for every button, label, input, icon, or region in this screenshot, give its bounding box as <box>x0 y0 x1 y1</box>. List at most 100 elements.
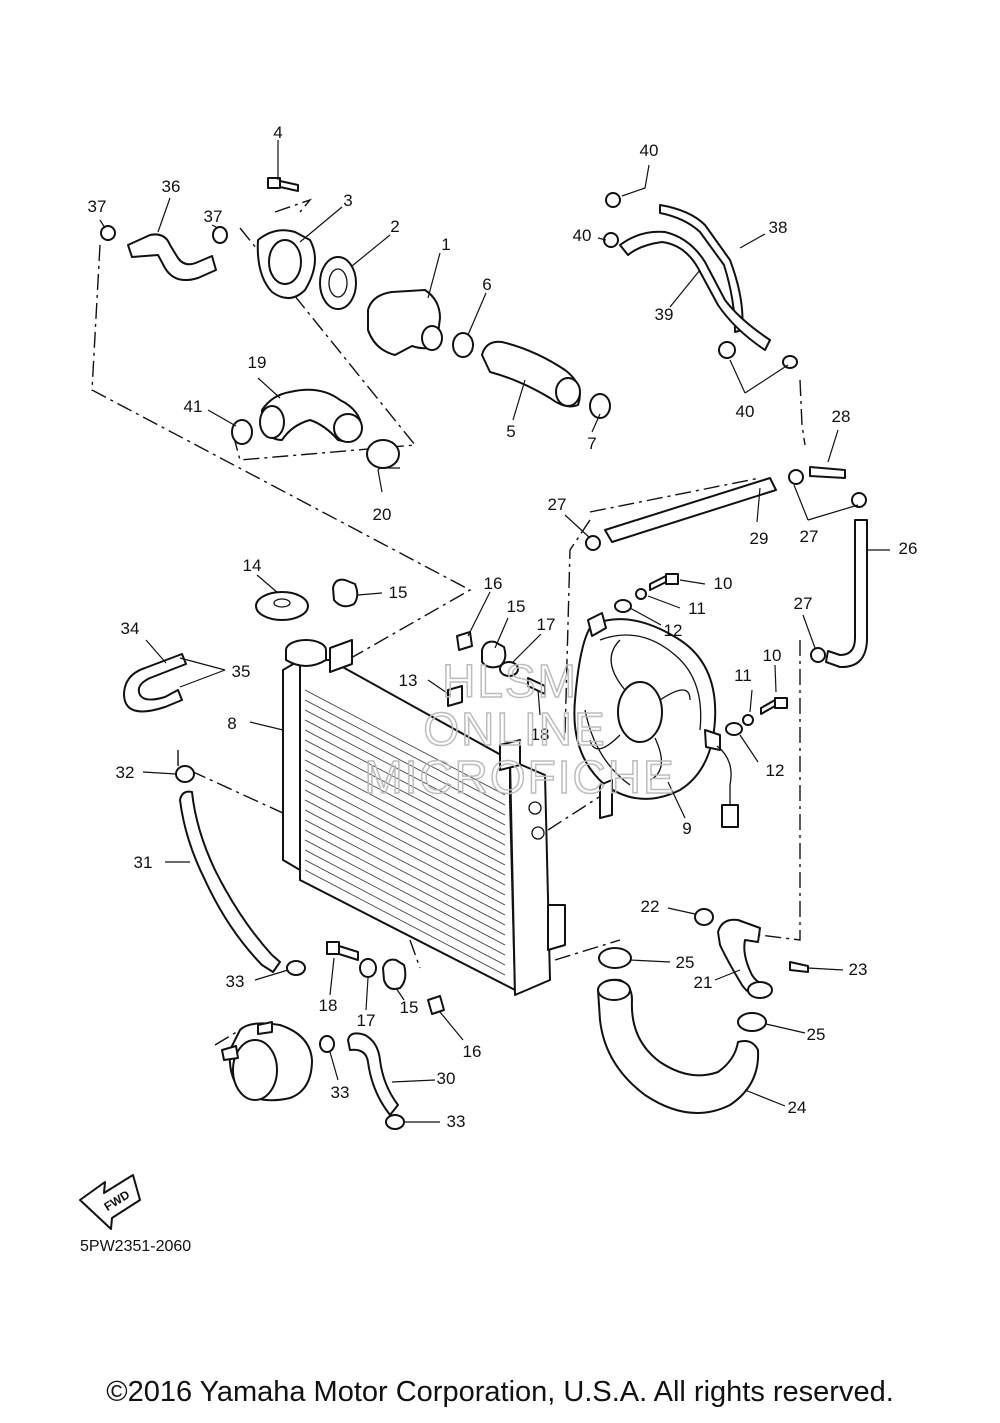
bolt-10-right <box>760 697 788 715</box>
callout-16-top: 16 <box>484 574 503 593</box>
callout-11-top: 11 <box>688 599 706 618</box>
thermostat <box>319 256 357 310</box>
callout-10-top: 10 <box>714 574 733 593</box>
callout-2: 2 <box>390 217 399 236</box>
callout-18-top: 18 <box>531 725 550 744</box>
callout-38: 38 <box>769 218 788 237</box>
pipe-28 <box>809 466 846 479</box>
thermostat-housing-cover <box>256 229 316 299</box>
hose-clamp-40-mid <box>603 232 619 248</box>
hose-31 <box>179 790 281 973</box>
bolt-10-top <box>649 573 679 591</box>
callout-15-mid: 15 <box>507 597 526 616</box>
bolt-18-top <box>527 677 546 695</box>
callout-6: 6 <box>482 275 491 294</box>
washer-17-bottom <box>359 958 377 978</box>
hose-clamp-20 <box>366 439 400 469</box>
hose-26 <box>825 519 868 669</box>
assembly-lines <box>91 198 806 1046</box>
callout-36: 36 <box>162 177 181 196</box>
nut-11-right <box>742 714 754 726</box>
callout-34: 34 <box>121 619 140 638</box>
callout-40-bottom: 40 <box>736 402 755 421</box>
callout-9: 9 <box>682 819 691 838</box>
radiator-cap <box>255 591 309 621</box>
hose-30 <box>347 1032 399 1116</box>
hose-clamp-32 <box>175 765 195 783</box>
breather-hose-39 <box>619 230 771 351</box>
thermostat-bolt <box>267 177 299 192</box>
callout-25-bottom: 25 <box>807 1025 826 1044</box>
callout-7: 7 <box>587 434 596 453</box>
callout-32: 32 <box>116 763 135 782</box>
callout-4: 4 <box>273 123 282 142</box>
hose-clamp-40-top <box>605 192 621 208</box>
washer-12-right <box>725 722 743 736</box>
callout-27-mid: 27 <box>800 527 819 546</box>
reservoir-tank <box>221 1021 313 1102</box>
collar-16-top <box>456 631 473 651</box>
hose-clamp-27-right <box>810 492 867 663</box>
callout-5: 5 <box>506 422 515 441</box>
callout-37-right: 37 <box>204 207 223 226</box>
callout-37-left: 37 <box>88 197 107 216</box>
callout-33-mid: 33 <box>331 1083 350 1102</box>
callout-16-bottom: 16 <box>463 1042 482 1061</box>
callout-30: 30 <box>437 1069 456 1088</box>
callout-33-bottom: 33 <box>447 1112 466 1131</box>
grommet-15-top <box>332 578 359 608</box>
leader-lines <box>99 140 890 1123</box>
callout-40-mid: 40 <box>573 226 592 245</box>
hose-clamp-33-bottom <box>385 1114 405 1130</box>
collar-16-bottom <box>427 995 445 1015</box>
hose-clamp-37-left <box>100 225 116 241</box>
callout-31: 31 <box>134 853 153 872</box>
callout-17-bottom: 17 <box>357 1011 376 1030</box>
callout-25-top: 25 <box>676 953 695 972</box>
water-pipe-21 <box>717 918 773 999</box>
callout-10-right: 10 <box>763 646 782 665</box>
hose-clamp-33-left <box>286 960 306 976</box>
hose-clamp-25-bottom <box>737 1012 767 1032</box>
callout-27-left: 27 <box>548 495 567 514</box>
hose-clamp-33-mid <box>319 1035 335 1053</box>
radiator-hose-24 <box>597 978 760 1114</box>
callout-39: 39 <box>655 305 674 324</box>
callout-labels: 1 2 3 4 5 6 7 8 9 10 10 11 11 12 12 13 1… <box>88 123 918 1131</box>
washer-17-top <box>499 661 519 677</box>
hose-36 <box>127 233 217 281</box>
o-ring-22 <box>694 908 714 926</box>
hose-clamp-27-mid <box>788 469 804 485</box>
hose-clamp-27-left <box>585 535 601 551</box>
fwd-arrow-icon: FWD <box>79 1174 141 1230</box>
watermark-line-3: MICROFICHE <box>364 751 675 803</box>
callout-13: 13 <box>399 671 418 690</box>
grommet-15-mid <box>481 640 507 669</box>
callout-19: 19 <box>248 353 267 372</box>
callout-28: 28 <box>832 407 851 426</box>
callout-14: 14 <box>243 556 262 575</box>
callout-18-bottom: 18 <box>319 996 338 1015</box>
radiator-hose-5 <box>481 340 581 408</box>
diagram-code: 5PW2351-2060 <box>80 1238 192 1255</box>
callout-23: 23 <box>849 960 868 979</box>
thermostat-housing <box>367 289 443 356</box>
callout-1: 1 <box>441 235 450 254</box>
copyright-notice: ©2016 Yamaha Motor Corporation, U.S.A. A… <box>106 1376 894 1408</box>
hose-clamp-37-right <box>212 226 228 244</box>
callout-12-right: 12 <box>766 761 785 780</box>
hose-clamp-7 <box>589 393 611 419</box>
callout-29: 29 <box>750 529 769 548</box>
grommet-15-bottom <box>382 958 407 990</box>
callout-3: 3 <box>343 191 352 210</box>
watermark-line-2: ONLINE <box>423 703 606 755</box>
radiator <box>282 639 566 996</box>
callout-15-top: 15 <box>389 583 408 602</box>
callout-35: 35 <box>232 662 251 681</box>
washer-12-top <box>614 599 632 613</box>
bolt-23 <box>789 961 809 973</box>
callout-22: 22 <box>641 897 660 916</box>
callout-12-top: 12 <box>664 621 683 640</box>
tube-29 <box>604 477 777 543</box>
